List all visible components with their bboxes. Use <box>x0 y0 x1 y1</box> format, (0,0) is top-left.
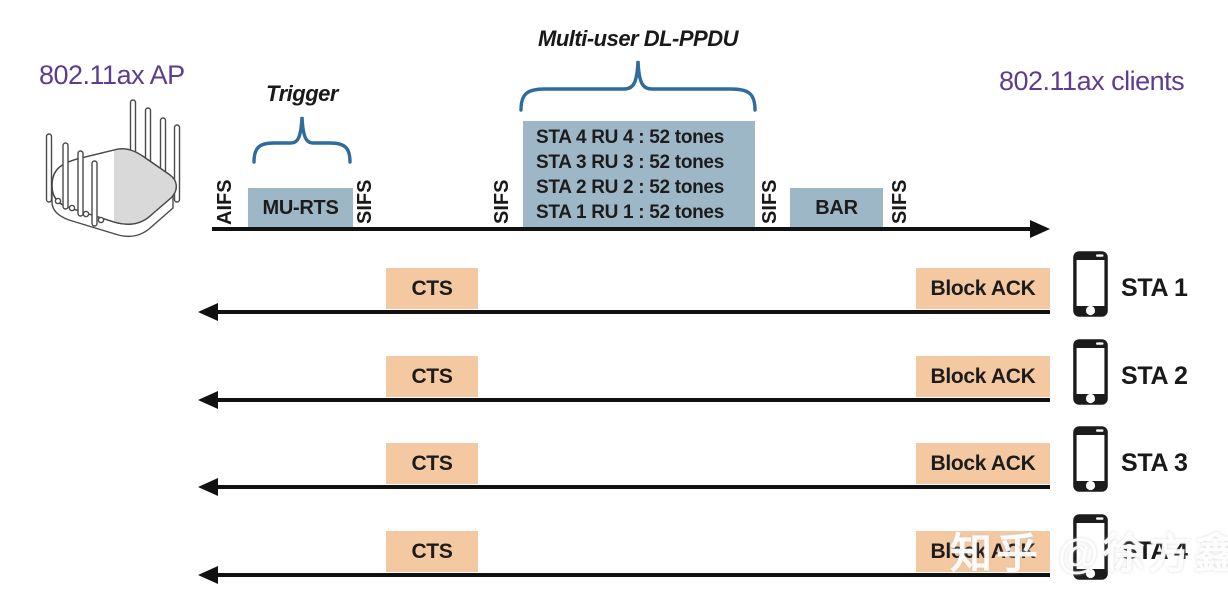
sta-label: STA 2 <box>1121 362 1188 390</box>
mu-dl-ppdu-box: STA 4 RU 4 : 52 tones STA 3 RU 3 : 52 to… <box>523 121 755 229</box>
clients-title: 802.11ax clients <box>999 66 1185 96</box>
ppdu-line: STA 3 RU 3 : 52 tones <box>536 152 724 173</box>
phone-icon <box>1073 514 1108 580</box>
ap-router-illustration <box>45 99 181 237</box>
mu-rts-box: MU-RTS <box>248 188 353 229</box>
phone-icon <box>1073 426 1108 492</box>
watermark: 知乎 @徐方鑫 <box>950 530 1228 577</box>
ap-timeline-arrowhead-icon <box>1030 220 1050 238</box>
aifs-label: AIFS <box>214 179 236 225</box>
cts-box: CTS <box>386 268 478 309</box>
block-ack-box: Block ACK <box>916 268 1050 309</box>
cts-box: CTS <box>386 356 478 397</box>
ppdu-line: STA 2 RU 2 : 52 tones <box>536 177 724 198</box>
trigger-brace <box>252 116 352 164</box>
bar-box: BAR <box>790 188 883 229</box>
sifs-label: SIFS <box>759 179 781 225</box>
sta-label: STA 4 <box>1121 537 1188 565</box>
sta1-arrowhead-icon <box>198 303 218 321</box>
phone-icon <box>1073 251 1108 317</box>
mu-dl-ppdu-brace <box>519 60 757 112</box>
sta4-arrowhead-icon <box>198 566 218 584</box>
ap-title: 802.11ax AP <box>39 60 185 90</box>
ppdu-line: STA 1 RU 1 : 52 tones <box>536 202 724 223</box>
block-ack-box: Block ACK <box>916 356 1050 397</box>
mu-dl-ppdu-label: Multi-user DL-PPDU <box>538 26 739 51</box>
sta3-arrowhead-icon <box>198 478 218 496</box>
sta3-arrow <box>214 485 1050 489</box>
cts-box: CTS <box>386 531 478 572</box>
ap-timeline-arrow <box>212 227 1034 231</box>
sta-label: STA 3 <box>1121 449 1188 477</box>
sta4-arrow <box>214 573 1050 577</box>
block-ack-box: Block ACK <box>916 443 1050 484</box>
sifs-label: SIFS <box>491 179 513 225</box>
sifs-label: SIFS <box>354 179 376 225</box>
sta2-arrow <box>214 398 1050 402</box>
phone-icon <box>1073 339 1108 405</box>
sta1-arrow <box>214 310 1050 314</box>
sta2-arrowhead-icon <box>198 391 218 409</box>
trigger-label: Trigger <box>266 81 338 106</box>
cts-box: CTS <box>386 443 478 484</box>
block-ack-box: Block ACK <box>916 531 1050 572</box>
ppdu-line: STA 4 RU 4 : 52 tones <box>536 127 724 148</box>
sifs-label: SIFS <box>889 179 911 225</box>
sta-label: STA 1 <box>1121 274 1188 302</box>
